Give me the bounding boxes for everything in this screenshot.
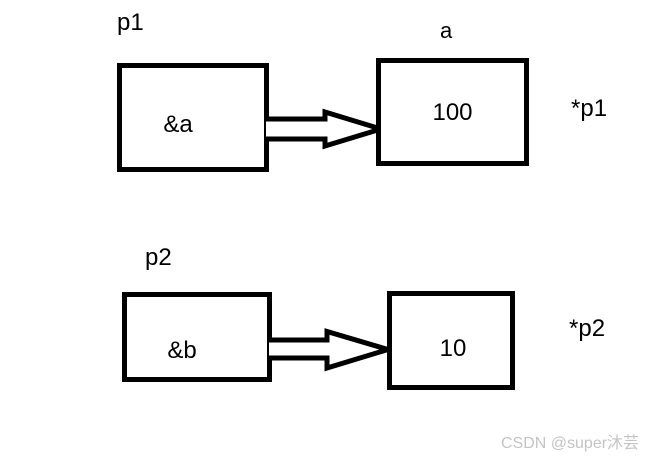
- pointer-box-value-p2: &b: [167, 337, 197, 364]
- csdn-watermark: CSDN @super沐芸: [501, 435, 640, 452]
- block-arrow-right-icon: [266, 108, 390, 150]
- pointer-name-label-p2: p2: [145, 244, 172, 271]
- block-arrow-right-icon: [269, 328, 397, 372]
- deref-label-p1: *p1: [571, 95, 608, 122]
- target-box-a: 100: [376, 58, 529, 166]
- target-box-value-a: 100: [432, 99, 473, 126]
- pointer-name-label-p1: p1: [117, 9, 144, 36]
- target-box-value-b: 10: [439, 334, 467, 362]
- target-name-label-a: a: [440, 18, 453, 43]
- deref-label-p2: *p2: [569, 315, 606, 342]
- pointer-box-value-p1: &a: [163, 110, 193, 138]
- pointer-box-p2: &b: [122, 292, 272, 382]
- pointer-box-p1: &a: [117, 63, 269, 172]
- target-box-b: 10: [387, 291, 515, 390]
